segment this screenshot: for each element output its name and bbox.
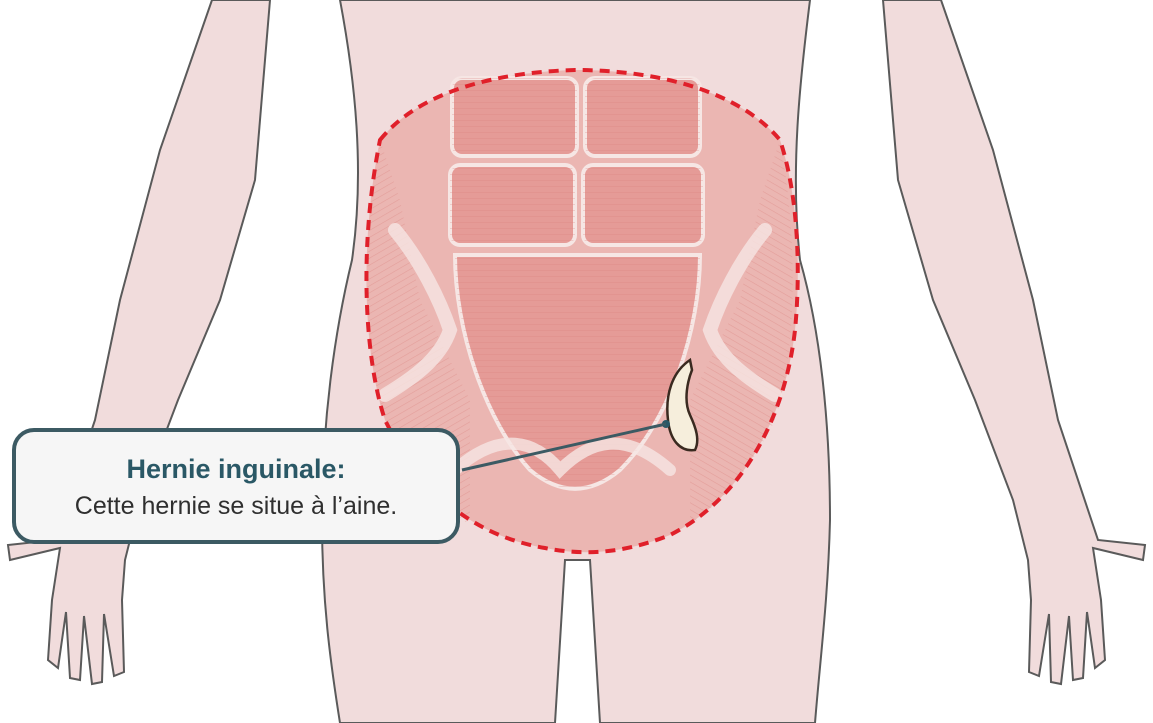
callout-title: Hernie inguinale: [16,454,456,485]
callout-text: Cette hernie se situe à l’aine. [16,492,456,521]
left-arm [8,0,270,684]
right-arm [883,0,1145,684]
callout-box: Hernie inguinale: Cette hernie se situe … [12,428,460,544]
